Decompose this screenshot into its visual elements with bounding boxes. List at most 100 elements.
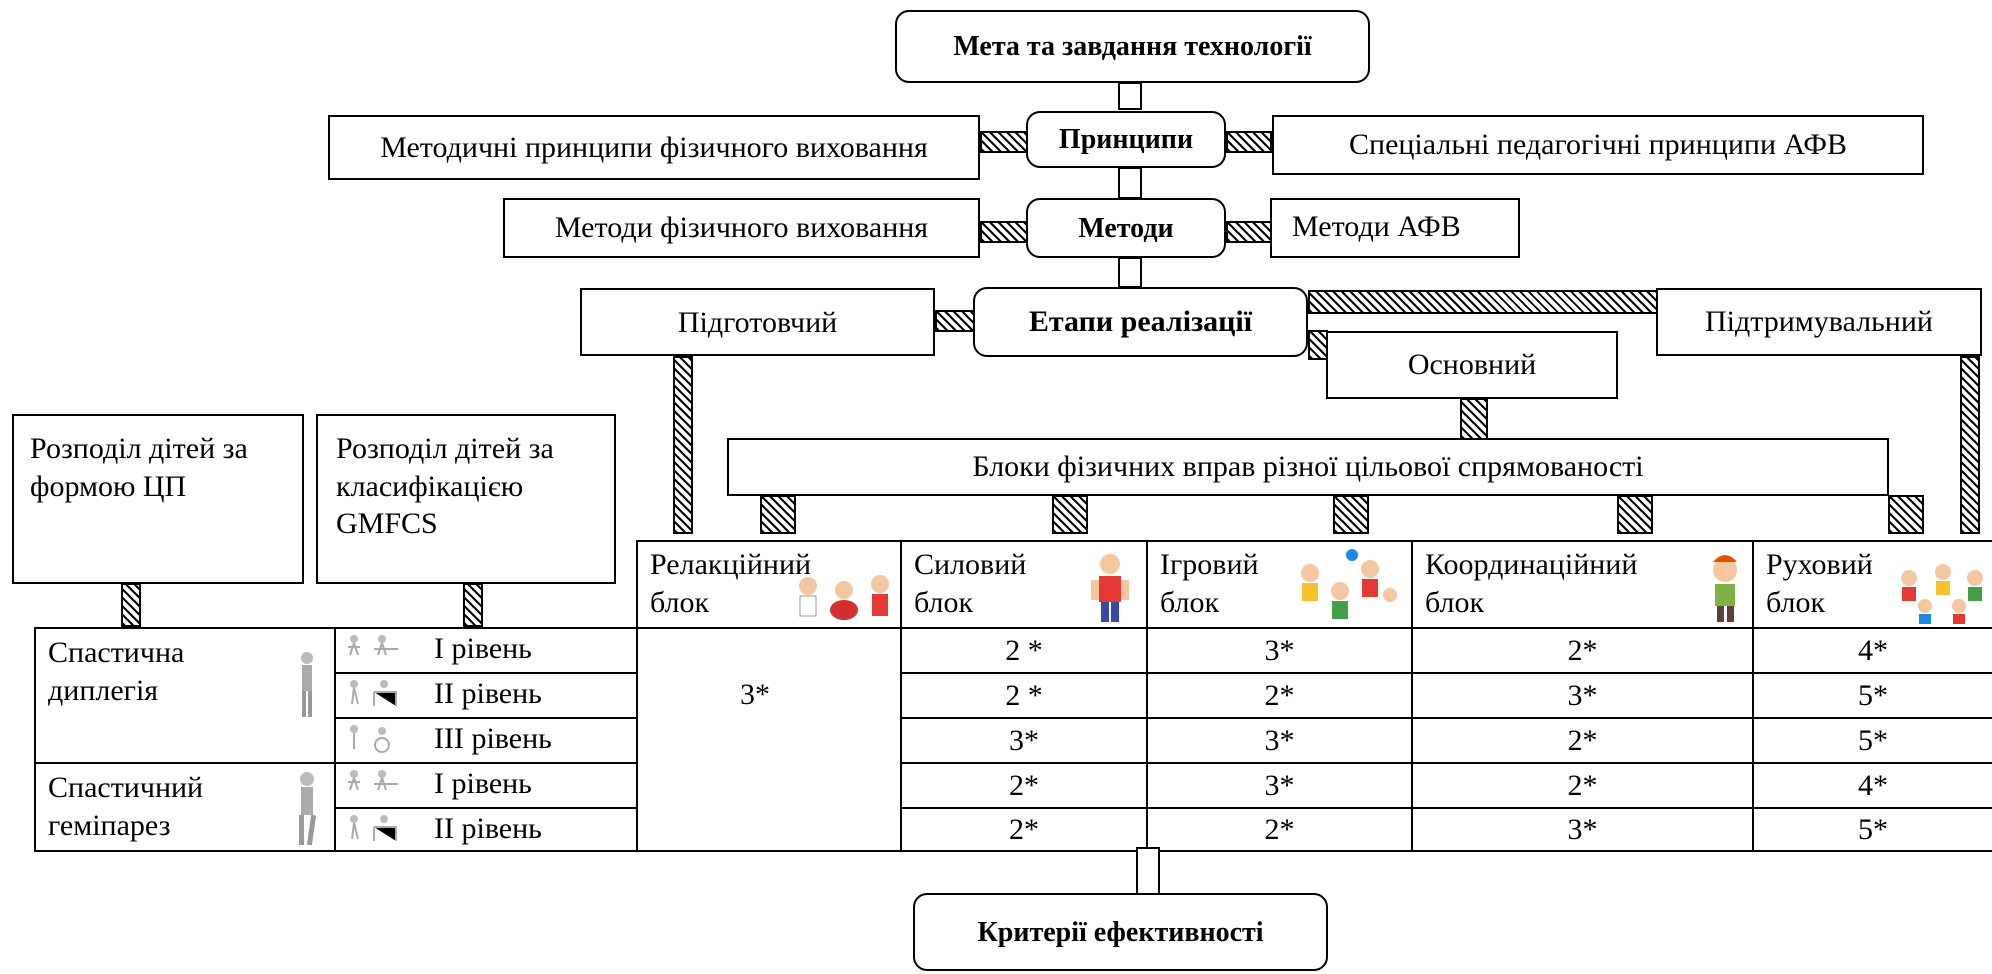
header-motor-label: Руховий блок (1766, 548, 1873, 619)
table-row-border-4b (900, 807, 1992, 809)
principles-box: Принципи (1026, 111, 1226, 168)
header-motor: Руховий блок (1756, 542, 1886, 625)
table-cell: 2* (1264, 812, 1295, 846)
connector-stages-left (935, 310, 975, 332)
stage-support-box: Підтримувальний (1656, 288, 1982, 356)
level-walk-icon (348, 635, 398, 656)
level-label: ІІІ рівень (434, 722, 552, 755)
table-col-border-4 (1411, 540, 1413, 851)
connector-block-2 (1052, 495, 1088, 534)
connector-support-table (1960, 356, 1980, 534)
stage-preparatory-label: Підготовчий (677, 306, 838, 339)
stage-support-label: Підтримувальний (1705, 305, 1933, 339)
connector-block-1 (760, 495, 796, 534)
methods-left-label: Методи фізичного виховання (554, 211, 929, 245)
connector-principles-left (980, 131, 1028, 153)
table-cell: 3* (1264, 723, 1295, 757)
connector-preparatory-table (673, 356, 693, 534)
table-cell: 2* (1009, 812, 1039, 846)
level-label: І рівень (434, 767, 532, 800)
table-cell: 2 * (1005, 678, 1043, 712)
relax-value: 3* (700, 672, 810, 717)
table-col-border-5 (1752, 540, 1754, 851)
table-row-border-3b (900, 762, 1992, 764)
kids-game-icon (1301, 549, 1397, 619)
methods-box: Методи (1026, 198, 1226, 258)
connector-goal-principles (1118, 82, 1142, 110)
header-strength: Силовий блок (904, 542, 1044, 625)
principles-left-box: Методичні принципи фізичного виховання (328, 115, 980, 180)
connector-principles-right (1226, 131, 1272, 153)
connector-form-table (121, 583, 141, 627)
header-coord-label: Координаційний блок (1425, 548, 1638, 619)
kids-motor-icon (1901, 564, 1983, 624)
connector-table-criteria (1136, 847, 1160, 895)
header-strength-label: Силовий блок (914, 548, 1027, 619)
table-row-border-1b (900, 672, 1992, 674)
blocks-title-box: Блоки фізичних вправ різної цільової спр… (727, 438, 1889, 496)
blocks-title-label: Блоки фізичних вправ різної цільової спр… (972, 450, 1644, 484)
criteria-label: Критерії ефективності (977, 916, 1264, 948)
kid-strength-icon (1091, 554, 1129, 622)
connector-block-4 (1617, 495, 1653, 534)
group-diplegia: Спастична диплегія (38, 630, 278, 713)
table-group-border (334, 627, 336, 852)
group-hemiparesis: Спастичний геміпарез (38, 765, 278, 848)
distribution-form-label: Розподіл дітей за формою ЦП (30, 432, 248, 503)
goal-label: Мета та завдання технології (953, 31, 1312, 62)
level-wheelchair-icon (350, 725, 390, 753)
stage-main-label: Основний (1407, 348, 1537, 382)
level-label: ІІ рівень (434, 812, 542, 845)
principles-right-box: Спеціальні педагогічні принципи АФВ (1272, 115, 1924, 175)
table-cell: 2* (1009, 768, 1039, 802)
distribution-gmfcs-box: Розподіл дітей за класифікацією GMFCS (316, 414, 616, 584)
kid-coord-icon (1713, 555, 1737, 622)
table-col-border-1 (636, 540, 638, 851)
connector-stages-main (1308, 330, 1328, 360)
table-cell: 5* (1858, 678, 1888, 712)
kids-relax-icon (799, 575, 889, 620)
principles-left-label: Методичні принципи фізичного виховання (380, 130, 928, 164)
methods-label: Методи (1078, 212, 1174, 244)
methods-right-label: Методи АФВ (1292, 210, 1461, 243)
stages-box: Етапи реалізації (973, 287, 1308, 357)
table-row-border-0 (34, 627, 1992, 629)
table-cell: 2 * (1005, 633, 1043, 667)
stages-label: Етапи реалізації (1028, 305, 1253, 339)
criteria-box: Критерії ефективності (913, 893, 1328, 971)
table-cell: 5* (1858, 723, 1888, 757)
table-cell: 2* (1264, 678, 1295, 712)
methods-left-box: Методи фізичного виховання (503, 198, 980, 258)
table-cell: 3* (1264, 633, 1295, 667)
walking-child-icon (299, 772, 317, 846)
table-row-border-4 (334, 807, 636, 809)
table-cell: 2* (1567, 633, 1598, 667)
group-diplegia-label: Спастична диплегія (48, 636, 185, 707)
connector-principles-methods (1118, 167, 1142, 199)
table-bottom-border (34, 850, 1992, 852)
connector-methods-right (1226, 221, 1272, 243)
distribution-form-box: Розподіл дітей за формою ЦП (12, 414, 304, 584)
connector-stages-support (1308, 290, 1658, 314)
connector-main-blocks (1460, 398, 1488, 440)
connector-methods-left (980, 221, 1028, 243)
header-game: Ігровий блок (1150, 542, 1290, 625)
table-cell: 3* (1567, 678, 1598, 712)
goal-box: Мета та завдання технології (895, 10, 1370, 83)
group-hemiparesis-label: Спастичний геміпарез (48, 771, 204, 842)
table-col-border-2 (900, 540, 902, 851)
connector-block-5 (1888, 495, 1924, 534)
table-cell: 3* (1567, 812, 1598, 846)
table-cell: 5* (1858, 812, 1888, 846)
table-col-border-3 (1146, 540, 1148, 851)
connector-methods-stages (1118, 257, 1142, 288)
stage-preparatory-box: Підготовчий (580, 288, 935, 356)
stage-main-box: Основний (1326, 331, 1618, 399)
header-coord: Координаційний блок (1415, 542, 1705, 625)
connector-block-3 (1333, 495, 1369, 534)
table-cell: 3* (1009, 723, 1039, 757)
table-cell: 2* (1567, 723, 1598, 757)
header-game-label: Ігровий блок (1160, 548, 1259, 619)
connector-gmfcs-table (463, 583, 483, 627)
distribution-gmfcs-label: Розподіл дітей за класифікацією GMFCS (336, 432, 554, 540)
